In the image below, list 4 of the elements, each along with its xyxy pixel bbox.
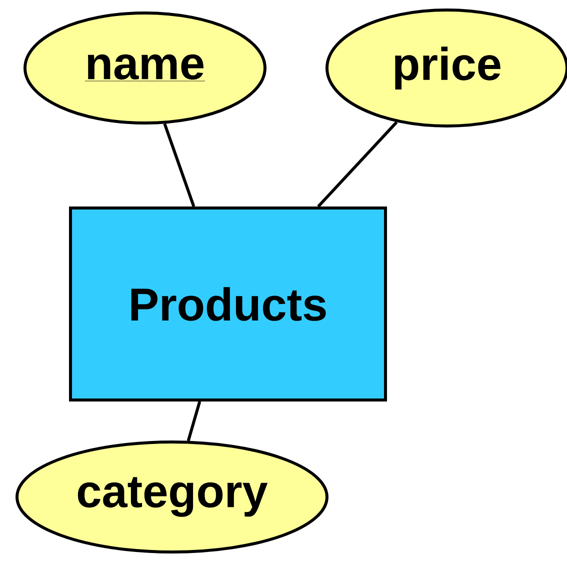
entity-box: Products xyxy=(69,206,387,402)
connector-line xyxy=(163,123,196,207)
connector-line xyxy=(317,121,398,208)
connector-line xyxy=(186,401,202,442)
